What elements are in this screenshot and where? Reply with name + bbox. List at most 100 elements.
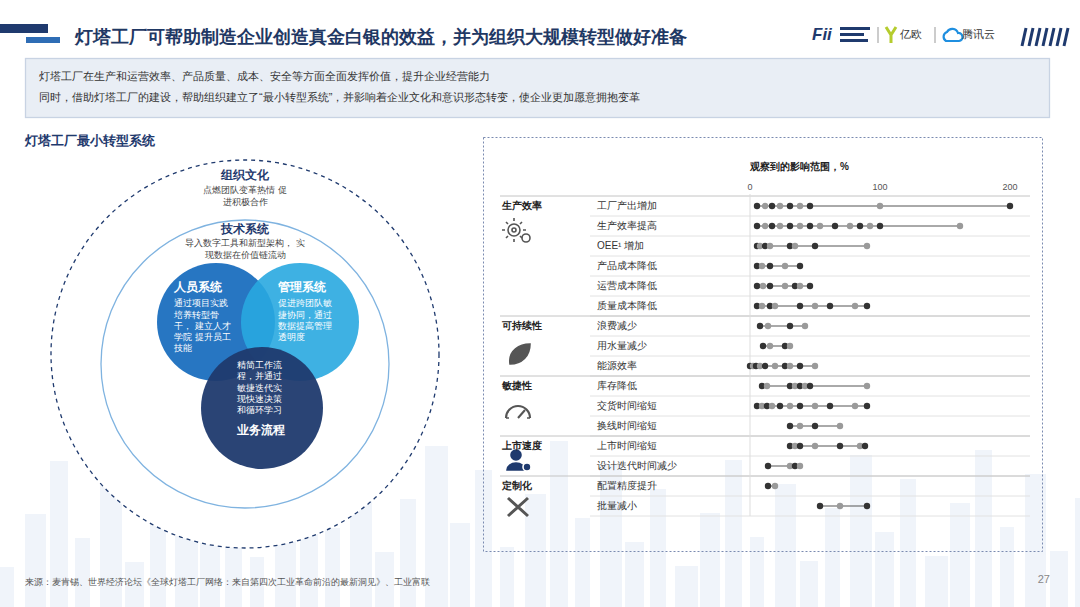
range-line — [757, 206, 1010, 207]
dot-row — [817, 503, 870, 509]
skyline-building — [700, 513, 720, 607]
data-dot — [767, 283, 773, 289]
node-heading: 技术系统 — [183, 222, 307, 236]
data-dot — [857, 223, 863, 229]
business-circle: 精简工作流 程，并通过 敏捷迭代实 现快速决策 和循环学习业务流程 — [200, 346, 324, 470]
skyline-building — [850, 455, 872, 607]
data-dot — [797, 423, 803, 429]
dot-row — [787, 443, 868, 449]
node-heading: 管理系统 — [278, 280, 338, 294]
data-dot — [797, 443, 803, 449]
node-heading: 组织文化 — [201, 168, 289, 182]
data-dot — [762, 223, 768, 229]
data-dot — [757, 323, 763, 329]
data-dot — [777, 203, 783, 209]
data-dot — [769, 203, 775, 209]
row-label: 配置精度提升 — [597, 480, 657, 492]
text-area: 人员系统通过项目实践 培养转型骨干， 建立人才学院 提升员工技能 — [174, 280, 236, 355]
logo-yiou-mark — [886, 27, 896, 43]
shape-fill — [51, 160, 439, 548]
data-dot — [787, 203, 793, 209]
category-label: 可持续性 — [502, 320, 542, 332]
data-dot — [877, 223, 883, 229]
data-dot — [797, 223, 803, 229]
dot-row — [754, 283, 813, 289]
dot-row — [759, 383, 870, 389]
data-dot — [812, 403, 818, 409]
data-dot — [777, 223, 783, 229]
data-dot — [812, 363, 818, 369]
data-dot — [797, 283, 803, 289]
node-body: 灯塔工厂在生产和运营效率、产品质量、成本、安全等方面全面发挥价值，提升企业经营能… — [39, 66, 1039, 87]
row-separator — [590, 396, 1030, 397]
row-label: 上市时间缩短 — [597, 440, 657, 452]
category-label: 定制化 — [502, 480, 532, 492]
data-dot — [867, 223, 873, 229]
data-dot — [817, 223, 823, 229]
row-label: 生产效率提高 — [597, 220, 657, 232]
skyline-building — [750, 537, 764, 607]
box-outline — [25, 58, 1050, 118]
tick-label: 0 — [747, 182, 752, 193]
data-dot — [827, 403, 833, 409]
skyline-building — [525, 494, 546, 607]
data-dot — [812, 243, 818, 249]
group-separator — [500, 316, 1030, 317]
data-dot — [864, 403, 870, 409]
category-label: 上市速度 — [502, 440, 542, 452]
row-separator — [590, 456, 1030, 457]
row-label: 运营成本降低 — [597, 280, 657, 292]
range-line — [820, 506, 867, 507]
section-heading: 灯塔工厂最小转型系统 — [25, 133, 155, 149]
data-dot — [772, 483, 778, 489]
data-dot — [765, 463, 771, 469]
data-dot — [767, 263, 773, 269]
data-dot — [787, 343, 793, 349]
data-dot — [837, 423, 843, 429]
data-dot — [772, 303, 778, 309]
row-separator — [590, 296, 1030, 297]
data-dot — [864, 303, 870, 309]
data-dot — [769, 403, 775, 409]
data-dot — [760, 283, 766, 289]
skyline-building — [900, 479, 916, 607]
skyline-building — [950, 503, 970, 607]
data-dot — [797, 463, 803, 469]
data-dot — [787, 323, 793, 329]
data-dot — [772, 363, 778, 369]
data-dot — [852, 403, 858, 409]
logo-separator — [935, 27, 936, 43]
node-heading: 业务流程 — [237, 423, 289, 437]
data-dot — [754, 223, 760, 229]
data-dot — [847, 223, 853, 229]
node-body: 点燃团队变革热情 促进积极合作 — [201, 185, 289, 208]
dot-row — [754, 223, 963, 229]
skyline-building — [325, 528, 340, 607]
node-body: 通过项目实践 培养转型骨干， 建立人才学院 提升员工技能 — [174, 298, 236, 354]
row-label: 用水量减少 — [597, 340, 647, 352]
data-dot — [754, 203, 760, 209]
slide-title: 灯塔工厂可帮助制造企业创造真金白银的效益，并为组织大规模转型做好准备 — [75, 27, 687, 49]
logo-text: 腾讯云 — [962, 28, 995, 41]
skyline-building — [775, 484, 796, 607]
logo-fii-mark — [840, 27, 870, 42]
data-dot — [782, 263, 788, 269]
data-dot — [765, 323, 771, 329]
skyline-building — [675, 566, 698, 607]
text-area: 精简工作流 程，并通过 敏捷迭代实 现快速决策 和循环学习业务流程 — [237, 360, 289, 438]
chart-panel — [484, 138, 1043, 552]
data-dot — [797, 403, 803, 409]
dot-row — [760, 343, 793, 349]
data-dot — [762, 363, 768, 369]
skyline-building — [25, 514, 46, 607]
row-separator — [590, 496, 1030, 497]
skyline-building — [975, 450, 992, 607]
dot-row — [754, 403, 870, 409]
summary-box: 灯塔工厂在生产和运营效率、产品质量、成本、安全等方面全面发挥价值，提升企业经营能… — [25, 58, 1050, 118]
logo-cloud-mark — [944, 29, 963, 41]
culture-circle: 组织文化点燃团队变革热情 促进积极合作技术系统导入数字工具和新型架构， 实现数据… — [50, 159, 440, 549]
row-separator — [590, 276, 1030, 277]
skyline-building — [800, 561, 818, 607]
data-dot — [762, 203, 768, 209]
source-note: 来源：麦肯锡、世界经济论坛《全球灯塔工厂网络：来自第四次工业革命前沿的最新洞见》… — [25, 577, 430, 588]
